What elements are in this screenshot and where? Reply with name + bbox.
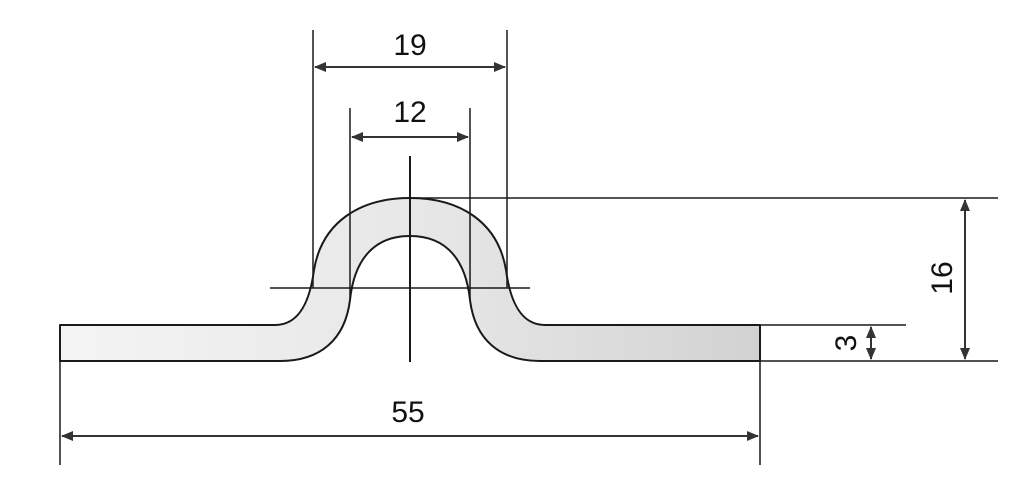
dimension-label-55: 55 (391, 396, 424, 429)
dimension-label-19: 19 (393, 29, 426, 62)
dimension-label-3: 3 (830, 335, 863, 352)
dimension-label-12: 12 (393, 96, 426, 129)
dimension-label-16: 16 (926, 261, 959, 294)
